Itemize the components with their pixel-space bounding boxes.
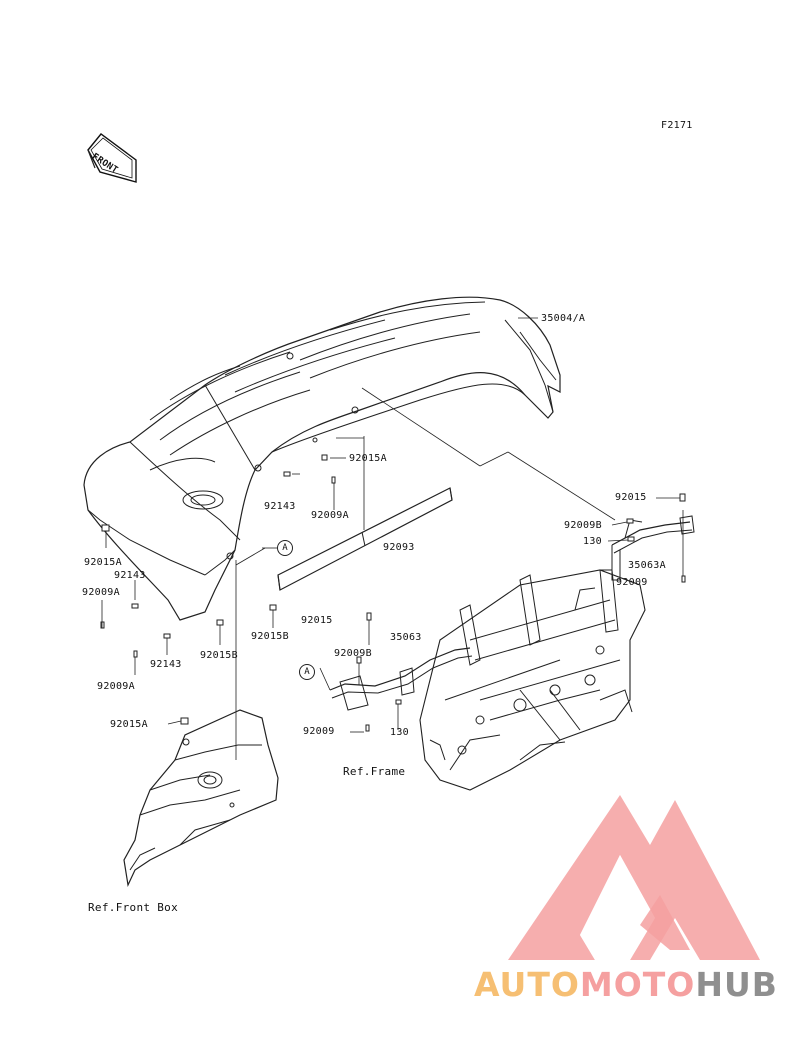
part-92009a-top-label: 92009A <box>311 510 349 521</box>
part-130-right-label: 130 <box>583 536 602 547</box>
part-92143-left-label: 92143 <box>114 570 146 581</box>
part-92015a-top-label: 92015A <box>349 453 387 464</box>
part-92015-right-label: 92015 <box>615 492 647 503</box>
part-92009-right-label: 92009 <box>616 577 648 588</box>
part-92009b-right-label: 92009B <box>564 520 602 531</box>
part-35063a-label: 35063A <box>628 560 666 571</box>
watermark-moto: MOTO <box>579 965 696 1004</box>
part-92015b-mid-label: 92015B <box>200 650 238 661</box>
part-92015a-left-label: 92015A <box>84 557 122 568</box>
part-130-mid-label: 130 <box>390 727 409 738</box>
fasteners <box>100 454 686 732</box>
part-92009b-mid-label: 92009B <box>334 648 372 659</box>
part-35004a-label: 35004/A <box>541 313 586 324</box>
ref-frame-label: Ref.Frame <box>343 765 406 778</box>
callout-a-upper: A <box>277 540 293 556</box>
front-box-panel <box>123 709 279 888</box>
watermark-hub: HUB <box>695 965 778 1004</box>
part-92009-mid-label: 92009 <box>303 726 335 737</box>
bracket-35063a <box>611 515 695 581</box>
ref-front-box-label: Ref.Front Box <box>88 901 178 914</box>
part-92143-low-label: 92143 <box>150 659 182 670</box>
part-92143-top-label: 92143 <box>264 501 296 512</box>
part-92093-label: 92093 <box>383 542 415 553</box>
part-92015-mid-label: 92015 <box>301 615 333 626</box>
watermark-auto: AUTO <box>474 965 580 1004</box>
seal-strip-92093 <box>277 487 453 591</box>
bracket-35063 <box>329 647 473 711</box>
automotohub-logo-icon <box>508 795 760 960</box>
rear-fender-35004 <box>83 296 561 621</box>
vehicle-frame <box>419 569 646 791</box>
front-arrow-icon <box>87 133 137 183</box>
figure-code: F2171 <box>661 120 693 131</box>
part-92015b-right-label: 92015B <box>251 631 289 642</box>
leader-lines <box>101 317 684 760</box>
watermark-text: AUTOMOTOHUB <box>474 965 778 1004</box>
part-92009a-low-label: 92009A <box>97 681 135 692</box>
part-92015a-box-label: 92015A <box>110 719 148 730</box>
callout-a-lower: A <box>299 664 315 680</box>
part-92009a-left-label: 92009A <box>82 587 120 598</box>
part-35063-label: 35063 <box>390 632 422 643</box>
